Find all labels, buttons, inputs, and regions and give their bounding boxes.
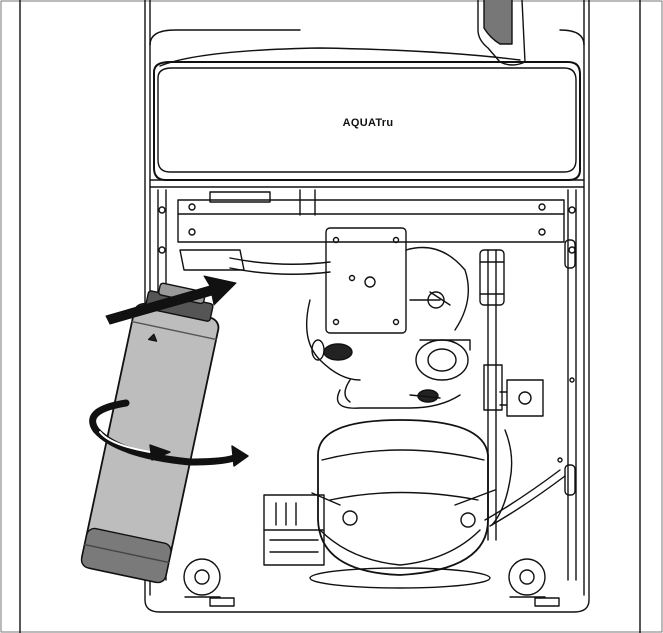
start-relay [263, 494, 325, 566]
rotate-arrow-icon [89, 399, 249, 467]
control-board [325, 227, 470, 334]
vertical-pipe [479, 249, 505, 541]
filter-cartridge [80, 282, 220, 584]
fittings [311, 339, 441, 403]
spout [477, 0, 526, 66]
pump [415, 291, 471, 381]
compressor [309, 419, 496, 589]
mounting-bracket [177, 189, 565, 243]
hoses [179, 249, 461, 409]
side-rails [157, 189, 577, 581]
lid [153, 47, 581, 181]
feet [183, 558, 560, 607]
insert-arrow-icon [105, 275, 237, 325]
solenoid-valve [499, 379, 544, 417]
brand-label: AQUATru [343, 117, 394, 129]
wiring [484, 429, 566, 527]
